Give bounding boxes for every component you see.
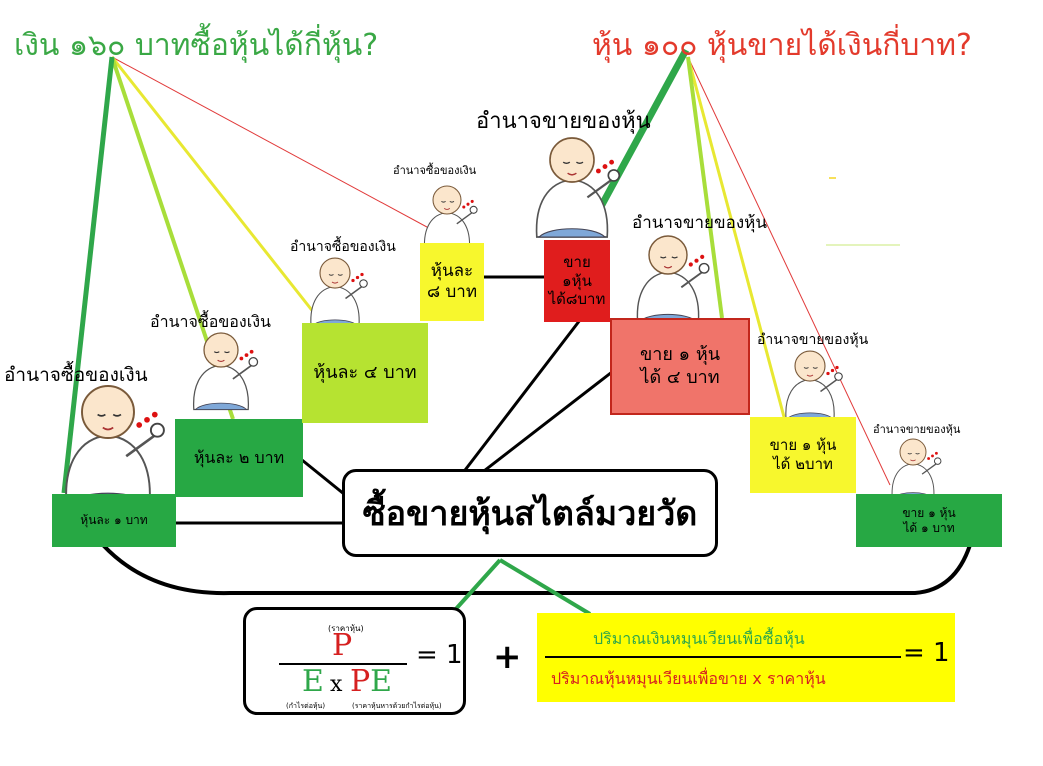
formula-den-x: x <box>330 672 343 697</box>
buy-step-3: หุ้นละ ๔ บาท <box>302 323 428 423</box>
buy-step-2-text: หุ้นละ ๒ บาท <box>193 448 285 467</box>
sell-step-2-line2: ได้ ๔ บาท <box>640 366 720 388</box>
formula-note-e: (กำไรต่อหุ้น) <box>286 702 326 710</box>
ray-red-right <box>687 56 891 486</box>
label-buy-power-4: อำนาจซื้อของเงิน <box>393 164 477 177</box>
heading-right: หุ้น ๑๐๐ หุ้นขายได้เงินกี่บาท? <box>592 28 972 63</box>
ray-lime-right <box>686 56 724 319</box>
label-sell-power-3: อำนาจขายของหุ้น <box>757 332 869 348</box>
sell-step-4-line1: ขาย ๑ หุ้น <box>902 505 956 520</box>
sell-step-3-line1: ขาย ๑ หุ้น <box>769 436 837 455</box>
center-title: ซื้อขายหุ้นสไตล์มวยวัด <box>362 494 698 534</box>
formula-note-pe: (ราคาหุ้นหารด้วยกำไรต่อหุ้น) <box>352 702 442 710</box>
ray-yellow-right <box>686 56 786 418</box>
formula-right-numerator: ปริมาณเงินหมุนเวียนเพื่อซื้อหุ้น <box>593 629 805 648</box>
link-center-to-formula-right <box>498 558 592 616</box>
label-sell-power-1: อำนาจขายของหุ้น <box>476 109 651 134</box>
formula-num-p: P <box>332 628 353 663</box>
label-sell-power-2: อำนาจขายของหุ้น <box>632 213 767 233</box>
sell-step-4-line2: ได้ ๑ บาท <box>903 520 955 535</box>
monk-figure-icon <box>535 136 621 239</box>
sell-step-3: ขาย ๑ หุ้น ได้ ๒บาท <box>750 417 856 493</box>
buy-step-4-line2: ๘ บาท <box>426 282 478 302</box>
ray-red-left <box>111 56 439 234</box>
formula-right-fraction-line <box>545 656 901 658</box>
formula-num-note: (ราคาหุ้น) <box>328 624 364 633</box>
monk-figure-icon <box>192 332 259 411</box>
formula-den-e: E <box>302 664 324 699</box>
monk-figure-icon <box>64 384 166 505</box>
sell-step-1: ขาย ๑หุ้น ได้๘บาท <box>544 240 610 322</box>
label-buy-power-2: อำนาจซื้อของเงิน <box>150 312 271 331</box>
ray-yellow-left <box>110 56 324 324</box>
heading-left: เงิน ๑๖๐ บาทซื้อหุ้นได้กี่หุ้น? <box>14 28 379 63</box>
monk-figure-icon <box>891 438 942 499</box>
sell-step-4: ขาย ๑ หุ้น ได้ ๑ บาท <box>856 494 1002 547</box>
formula-den-pe-text: PE <box>350 664 393 699</box>
formula-left-equals: = 1 <box>416 640 463 670</box>
formula-right-denominator: ปริมาณหุ้นหมุนเวียนเพื่อขาย x ราคาหุ้น <box>551 669 826 688</box>
buy-step-1-text: หุ้นละ ๑ บาท <box>80 513 148 527</box>
formula-right-equals: = 1 <box>903 638 950 668</box>
buy-step-1: หุ้นละ ๑ บาท <box>52 494 176 547</box>
monk-figure-icon <box>636 235 710 323</box>
sell-step-2-line1: ขาย ๑ หุ้น <box>640 344 720 365</box>
buy-step-4-line1: หุ้นละ <box>430 260 474 281</box>
buy-step-2: หุ้นละ ๒ บาท <box>175 419 303 497</box>
monk-figure-icon <box>785 350 843 420</box>
sell-step-1-line1: ขาย <box>563 252 591 271</box>
sell-step-1-line3: ได้๘บาท <box>548 290 606 309</box>
formula-left-box: (ราคาหุ้น) P E x PE (กำไรต่อหุ้น) (ราคาห… <box>243 607 466 715</box>
sell-step-2: ขาย ๑ หุ้น ได้ ๔ บาท <box>610 318 750 415</box>
label-sell-power-4: อำนาจขายของหุ้น <box>873 423 961 436</box>
buy-step-4: หุ้นละ ๘ บาท <box>420 243 484 321</box>
center-title-box: ซื้อขายหุ้นสไตล์มวยวัด <box>342 469 718 557</box>
sell-step-3-line2: ได้ ๒บาท <box>773 455 833 473</box>
plus-sign: + <box>493 637 522 677</box>
formula-den-pe: PE <box>350 664 392 699</box>
monk-figure-icon <box>423 185 478 250</box>
monk-figure-icon <box>310 257 368 327</box>
sell-step-1-line2: ๑หุ้น <box>562 271 592 290</box>
bottom-connector <box>101 543 972 596</box>
ray-green-left <box>61 56 115 494</box>
label-buy-power-1: อำนาจซื้อของเงิน <box>4 364 148 386</box>
formula-right-box: ปริมาณเงินหมุนเวียนเพื่อซื้อหุ้น ปริมาณห… <box>537 613 955 702</box>
label-buy-power-3: อำนาจซื้อของเงิน <box>290 239 396 255</box>
link-center-to-formula-left <box>453 558 502 612</box>
formula-left-fraction-line <box>279 663 407 665</box>
buy-step-3-text: หุ้นละ ๔ บาท <box>313 361 417 383</box>
